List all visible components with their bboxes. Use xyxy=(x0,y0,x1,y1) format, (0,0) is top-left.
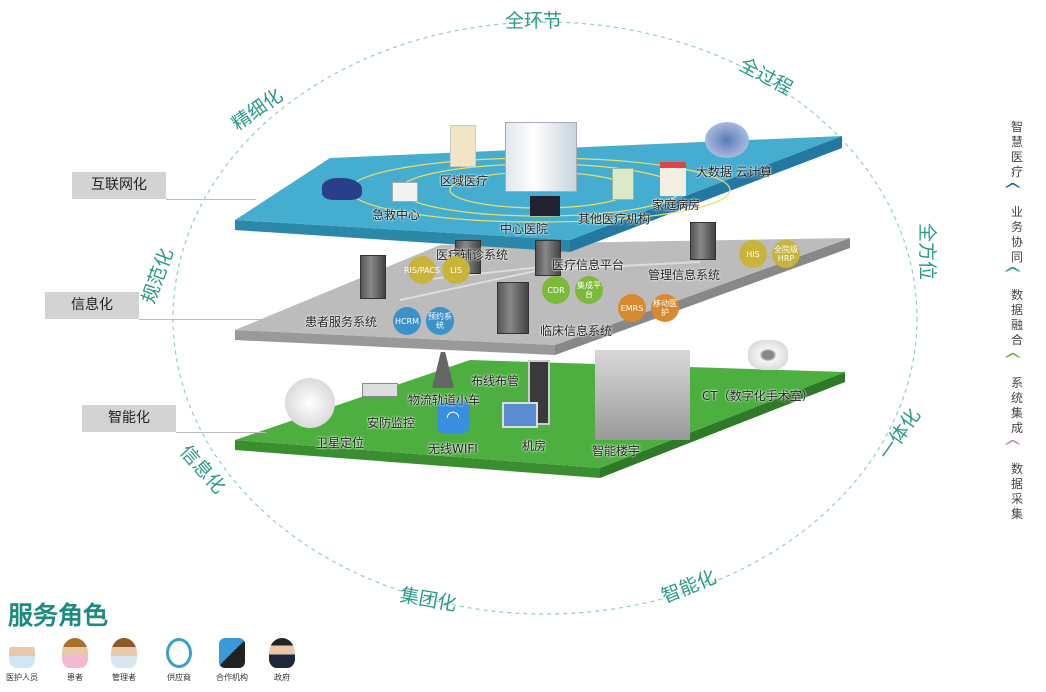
manager-icon xyxy=(111,638,137,668)
side-label-intelligent: 智能化 xyxy=(82,405,176,432)
label-regional-medical: 区域医疗 xyxy=(440,174,489,188)
badge-appointment: 预约系统 xyxy=(426,307,454,335)
level-system-integration: 系统集成 xyxy=(1010,376,1023,435)
label-cabling: 布线布管 xyxy=(471,374,520,388)
security-camera-icon xyxy=(362,383,398,397)
label-central-hospital: 中心医院 xyxy=(500,222,549,236)
label-ct: CT（数字化手术室） xyxy=(702,389,814,403)
badge-his: HIS xyxy=(739,240,767,268)
badge-emrs: EMRS xyxy=(618,294,646,322)
label-home-ward: 家庭病房 xyxy=(652,198,701,212)
server-icon xyxy=(497,282,529,334)
cycle-ellipse xyxy=(172,21,918,615)
ring-label-right: 全方位 xyxy=(916,222,939,281)
chevron-up-icon: ^ xyxy=(1001,437,1024,456)
label-security: 安防监控 xyxy=(367,416,416,430)
label-smart-building: 智能楼宇 xyxy=(592,444,641,458)
connector-line xyxy=(176,432,266,433)
smart-building-icon xyxy=(595,350,690,440)
clinic-icon xyxy=(612,168,634,200)
official-icon xyxy=(269,638,295,668)
chevron-up-icon: ^ xyxy=(1001,180,1024,199)
role-label: 供应商 xyxy=(167,673,191,682)
label-emergency-center: 急救中心 xyxy=(372,208,421,222)
badge-hrp: 全院级HRP xyxy=(772,240,800,268)
connector-line xyxy=(166,199,256,200)
layer-middle-side xyxy=(235,330,555,355)
role-manager: 管理者 xyxy=(99,638,149,683)
badge-cdr: CDR xyxy=(542,276,570,304)
cloud-computing-icon xyxy=(705,122,749,158)
role-partner: 合作机构 xyxy=(207,638,257,683)
monitor-icon xyxy=(530,196,560,216)
chevron-up-icon: ^ xyxy=(1001,264,1024,283)
role-patient: 患者 xyxy=(50,638,100,683)
role-label: 管理者 xyxy=(112,673,136,682)
wifi-icon: ◠ xyxy=(437,401,469,433)
connector-line xyxy=(139,319,309,320)
label-big-data-cloud: 大数据 云计算 xyxy=(696,165,772,179)
helicopter-icon xyxy=(322,178,362,200)
regional-hospital-icon xyxy=(450,125,476,167)
side-label-informatization: 信息化 xyxy=(45,292,139,319)
ambulance-icon xyxy=(392,182,418,202)
badge-lis: LIS xyxy=(442,256,470,284)
nurse-icon xyxy=(9,638,35,668)
handshake-icon xyxy=(219,638,245,668)
label-management-system: 管理信息系统 xyxy=(648,268,721,282)
role-label: 合作机构 xyxy=(216,673,248,682)
patient-icon xyxy=(62,638,88,668)
server-icon xyxy=(535,240,561,276)
level-business-collaboration: 业务协同 xyxy=(1010,205,1023,264)
role-government: 政府 xyxy=(257,638,307,683)
layer-top-side xyxy=(235,220,570,252)
role-label: 患者 xyxy=(67,673,83,682)
level-data-collection: 数据采集 xyxy=(1010,462,1023,521)
label-info-platform: 医疗信息平台 xyxy=(552,258,625,272)
label-other-institutions: 其他医疗机构 xyxy=(578,212,651,226)
badge-hcrm: HCRM xyxy=(393,307,421,335)
server-icon xyxy=(690,222,716,260)
ring-label-top: 全环节 xyxy=(505,10,563,32)
roles-title: 服务角色 xyxy=(8,601,109,630)
badge-mobile-care: 移动医护 xyxy=(651,294,679,322)
layer-bottom-side xyxy=(235,440,600,478)
role-label: 医护人员 xyxy=(6,673,38,682)
label-clinical-system: 临床信息系统 xyxy=(540,324,613,338)
level-data-fusion: 数据融合 xyxy=(1010,288,1023,347)
role-medical-staff: 医护人员 xyxy=(0,638,47,683)
ct-scanner-icon xyxy=(748,340,788,370)
supplier-cycle-icon xyxy=(166,638,192,668)
server-icon xyxy=(360,255,386,299)
home-ward-icon xyxy=(660,162,686,196)
layer-middle-side-right xyxy=(555,238,850,355)
label-patient-service: 患者服务系统 xyxy=(305,315,378,329)
label-wifi: 无线WIFI xyxy=(428,442,478,456)
badge-ris-pacs: RIS/PACS xyxy=(404,256,440,284)
label-satellite: 卫星定位 xyxy=(316,436,365,450)
computer-room-icon xyxy=(502,402,538,428)
layer-bottom-side-right xyxy=(600,372,845,478)
label-rail-cart: 物流轨道小车 xyxy=(408,393,481,407)
role-label: 政府 xyxy=(274,673,290,682)
layer-top-side-right xyxy=(570,136,842,252)
side-label-internet: 互联网化 xyxy=(72,172,166,199)
satellite-dish-icon xyxy=(285,378,335,428)
chevron-up-icon: ^ xyxy=(1001,350,1024,369)
label-computer-room: 机房 xyxy=(522,439,547,453)
badge-integration-platform: 集成平台 xyxy=(575,276,603,304)
role-supplier: 供应商 xyxy=(154,638,204,683)
central-hospital-icon xyxy=(505,122,577,192)
level-smart-healthcare: 智慧医疗 xyxy=(1010,120,1023,179)
